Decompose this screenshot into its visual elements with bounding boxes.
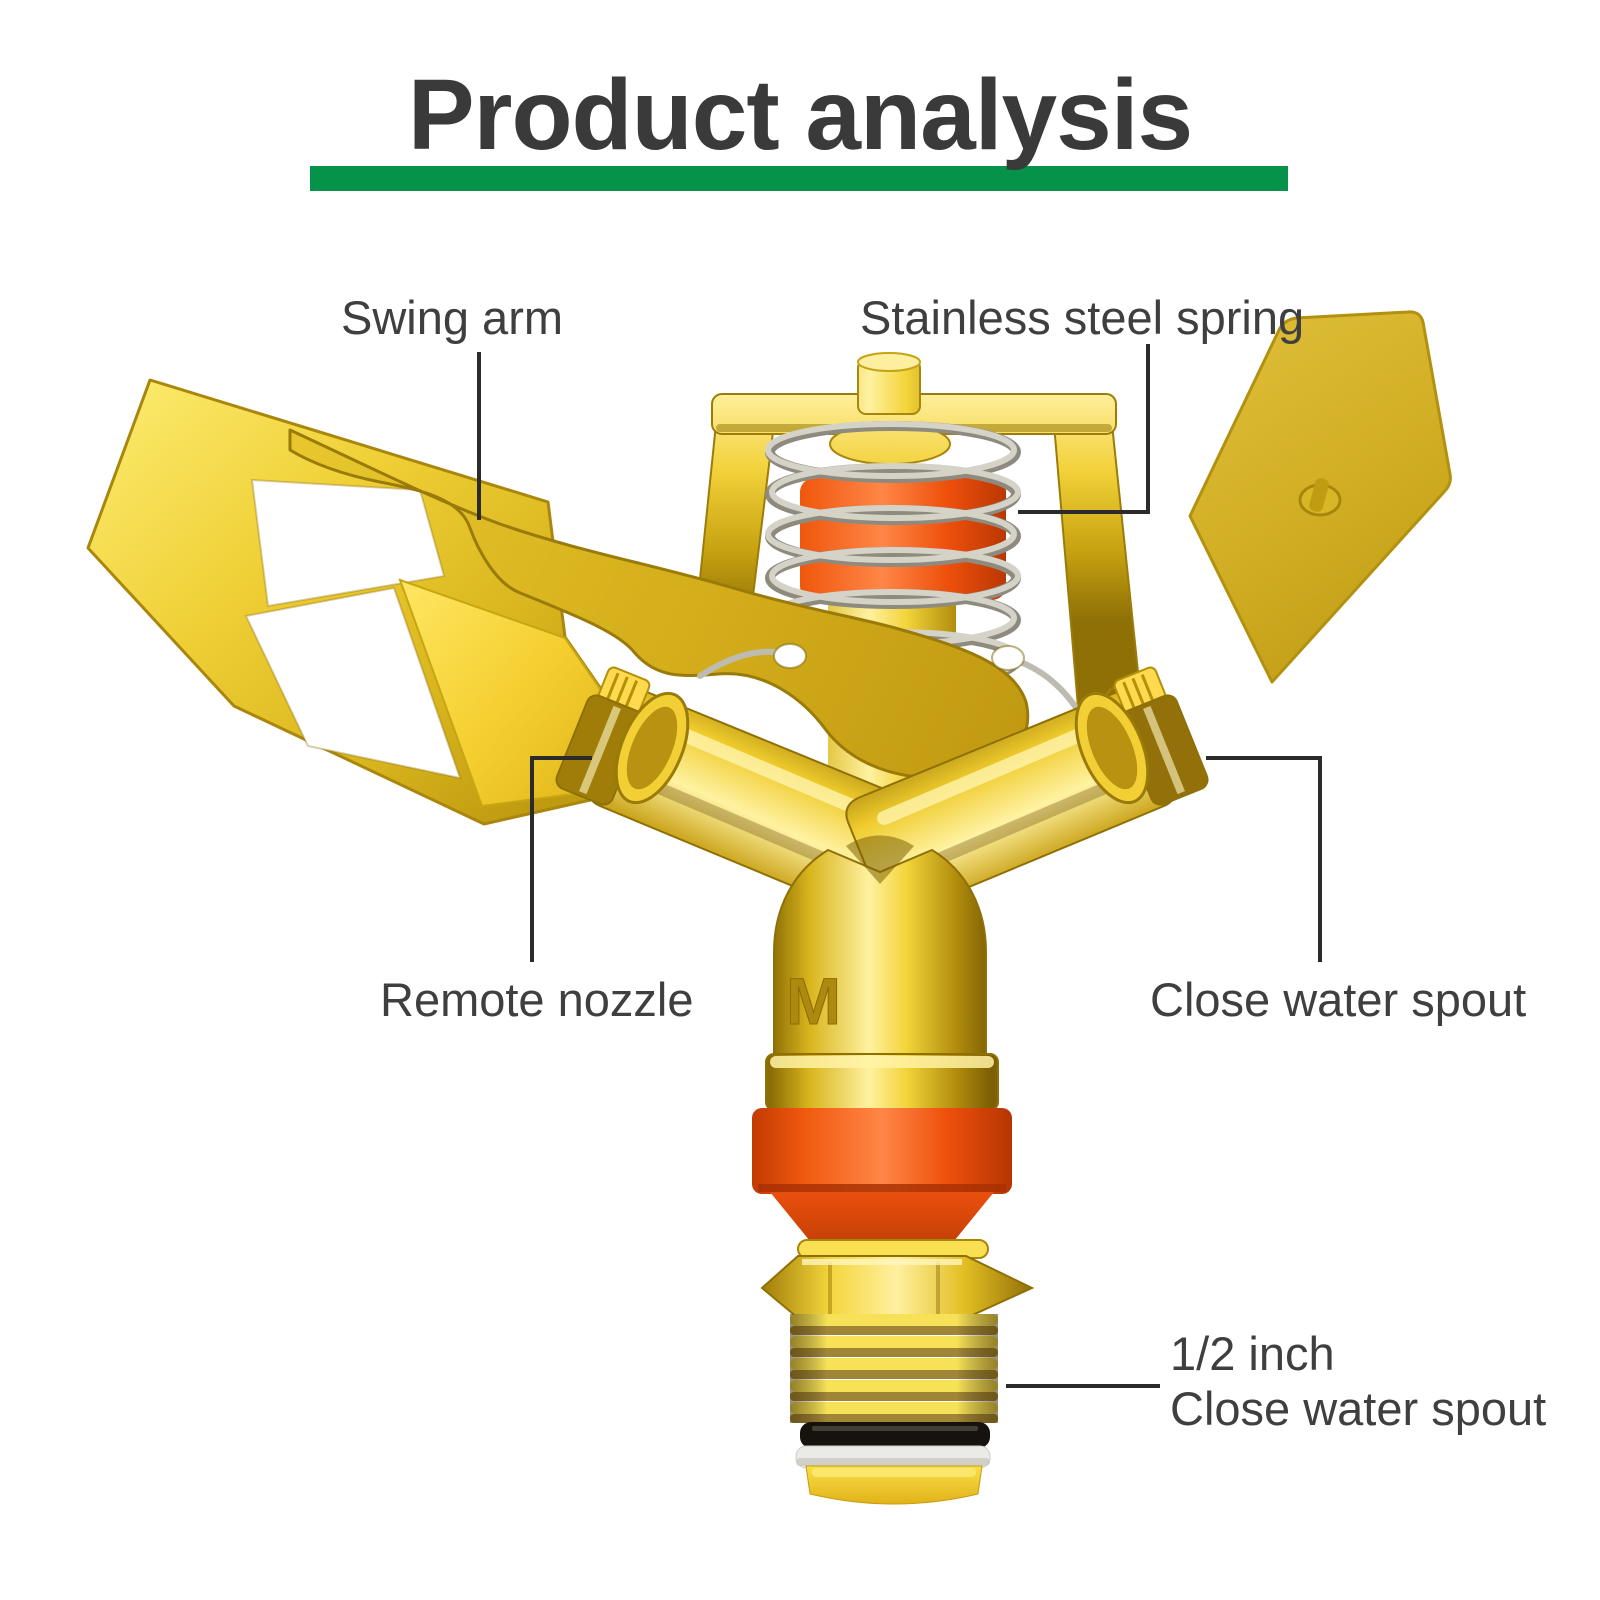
callout-spring xyxy=(1018,344,1150,514)
label-stainless-steel-spring: Stainless steel spring xyxy=(860,291,1305,344)
o-ring-black xyxy=(800,1422,990,1448)
yoke-left-arm xyxy=(696,423,776,606)
label-half-inch-line1: 1/2 inch xyxy=(1170,1327,1335,1380)
pipe-threads xyxy=(790,1314,998,1423)
callout-remote-nozzle xyxy=(530,756,592,962)
label-remote-nozzle: Remote nozzle xyxy=(380,973,694,1026)
orange-collar xyxy=(752,1108,1012,1246)
body-marking: M xyxy=(786,964,841,1038)
arm-hole-right xyxy=(991,645,1025,671)
label-close-water-spout: Close water spout xyxy=(1150,973,1527,1026)
title-underline-bar xyxy=(310,166,1288,191)
arm-hole-left xyxy=(773,643,807,669)
page-title: Product analysis xyxy=(407,59,1193,171)
callout-close-water-spout xyxy=(1206,756,1322,962)
sprinkler-body: M xyxy=(765,835,999,1111)
swing-arm-window-upper xyxy=(250,478,446,608)
hex-nut xyxy=(760,1255,1035,1319)
callout-lines xyxy=(477,344,1322,1388)
right-paddle xyxy=(1188,310,1452,684)
threaded-connector xyxy=(760,1239,1035,1505)
label-swing-arm: Swing arm xyxy=(340,291,563,344)
label-half-inch-inlet: 1/2 inch Close water spout xyxy=(1170,1326,1550,1437)
swing-arm-window-lower xyxy=(244,586,462,780)
swing-arm-band xyxy=(288,428,1030,780)
label-half-inch-line2: Close water spout xyxy=(1170,1382,1547,1436)
spring-bumper xyxy=(800,478,1006,600)
pivot-pin xyxy=(829,352,951,465)
body-trunk xyxy=(773,848,987,1061)
